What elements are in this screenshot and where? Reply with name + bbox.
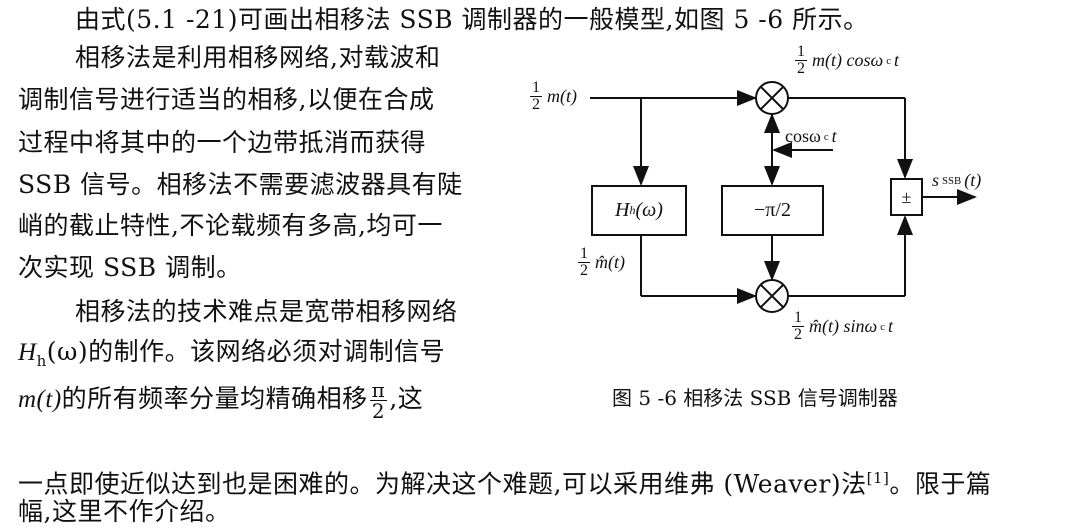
paragraph-line: 过程中将其中的一个边带抵消而获得 [18,128,427,157]
math-arg: (ω) [635,199,663,221]
sub: SSB [942,174,962,187]
phase-shift-box: −π/2 [721,185,824,236]
paragraph-line: 峭的截止特性,不论载频有多高,均可一 [18,211,443,240]
numerator: 1 [795,43,807,61]
paragraph-line: 相移法的技术难点是宽带相移网络 [75,297,458,326]
denominator: 2 [371,399,386,423]
expr: m̂(t) [595,252,625,272]
math-H: H [615,199,630,221]
paragraph-line: 一点即使近似达到也是困难的。为解决这个难题,可以采用维弗 (Weaver)法[1… [18,463,991,499]
math-sub: h [629,203,636,217]
paragraph-line: SSB 信号。相移法不需要滤波器具有陡 [18,170,463,199]
denominator: 2 [532,96,540,113]
sub: c [886,54,891,67]
expr: m(t) cosω [812,50,884,70]
math-arg: (ω) [46,337,89,366]
math-sub: h [36,352,47,370]
tail: (t) [964,170,982,190]
text: 的所有频率分量均精确相移 [61,384,368,413]
tail: t [831,126,837,146]
text: 一点即使近似达到也是困难的。为解决这个难题,可以采用维弗 (Weaver)法 [18,469,867,499]
intro-line: 由式(5.1 -21)可画出相移法 SSB 调制器的一般模型,如图 5 -6 所… [75,5,869,34]
expr: cosω [785,126,821,146]
expr: m̂(t) sinω [809,316,878,336]
expr: m(t) [547,86,577,106]
paragraph-line: Hh(ω)的制作。该网络必须对调制信号 [18,337,445,376]
text: 的制作。该网络必须对调制信号 [88,337,446,366]
sub: c [823,130,829,143]
paragraph-line: 次实现 SSB 调制。 [18,253,242,282]
sum-box: ± [890,178,923,216]
tail: t [888,316,894,336]
text: 。限于篇 [889,469,992,499]
paragraph-line: 幅,这里不作介绍。 [18,497,231,526]
text: ,这 [389,384,424,413]
paragraph-line: 相移法是利用相移网络,对载波和 [75,43,441,72]
numerator: 1 [578,245,590,263]
numerator: 1 [530,79,542,97]
expr: s [932,170,940,190]
reference[interactable]: [1] [866,469,890,487]
numerator: π [369,378,388,402]
paragraph-line: 调制信号进行适当的相移,以便在合成 [18,85,435,114]
sub: c [880,320,885,333]
math-H: H [18,339,37,366]
figure-caption: 图 5 -6 相移法 SSB 信号调制器 [612,386,898,410]
tail: t [894,50,900,70]
math-m: m(t) [18,386,62,413]
denominator: 2 [797,60,805,77]
denominator: 2 [580,262,588,279]
denominator: 2 [794,326,802,343]
numerator: 1 [792,309,804,327]
